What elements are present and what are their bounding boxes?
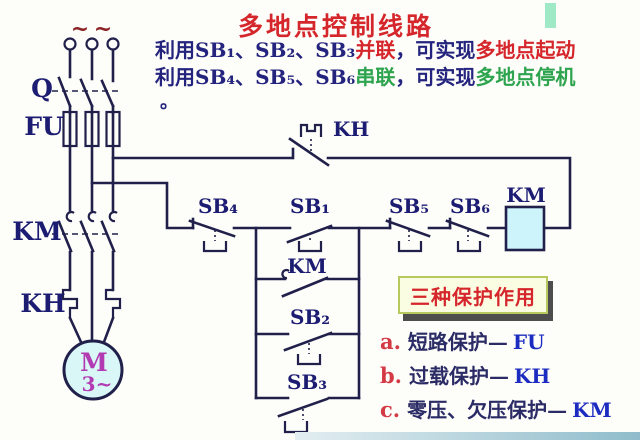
- protection-item-a: a.短路保护—FU: [380, 331, 545, 352]
- line2-devices: 利用SB₄、SB₅、SB₆: [155, 65, 356, 89]
- sb6-label: SB₆: [449, 194, 491, 218]
- protection-b-text: 过载保护—: [409, 364, 509, 388]
- q-switch-label: Q: [31, 74, 53, 103]
- protection-c-device: KM: [572, 398, 612, 422]
- bottom-teal-strip: [295, 432, 640, 440]
- protection-a-device: FU: [512, 330, 545, 354]
- line2-series-word: 串联: [355, 65, 396, 89]
- line1-parallel-word: 并联: [355, 38, 396, 62]
- line2-result: 多地点停机: [475, 65, 576, 89]
- km-coil-symbol: [504, 205, 546, 252]
- supply-terminals: [63, 37, 120, 83]
- sb1-no-button: [286, 224, 392, 253]
- line2-middle: ，可实现: [395, 65, 476, 89]
- header-line-2: 利用SB₄、SB₅、SB₆串联，可实现多地点停机: [155, 66, 575, 89]
- header-line-1: 利用SB₁、SB₂、SB₃并联，可实现多地点起动: [155, 39, 575, 62]
- parallel-branch-rails: [254, 226, 361, 400]
- kh-contact-label: KH: [333, 117, 370, 141]
- sb4-nc-button: [188, 217, 292, 253]
- km-coil-label: KM: [506, 183, 546, 207]
- sb4-label: SB₄: [197, 194, 239, 218]
- km-main-label: KM: [12, 217, 62, 246]
- green-accent-bar: [545, 3, 556, 28]
- line1-result: 多地点起动: [475, 38, 576, 62]
- line1-devices: 利用SB₁、SB₂、SB₃: [155, 38, 356, 62]
- sb2-label: SB₂: [289, 305, 331, 329]
- motor-symbol: [62, 339, 124, 401]
- protection-box: 三种保护作用: [398, 276, 548, 314]
- protection-c-marker: c.: [380, 397, 401, 422]
- km-main-contacts: [52, 210, 121, 253]
- protection-box-title: 三种保护作用: [410, 284, 536, 309]
- protection-a-text: 短路保护—: [407, 330, 508, 354]
- period-mark: 。: [160, 92, 178, 113]
- kh-nc-contact: [288, 123, 330, 167]
- protection-c-text: 零压、欠压保护—: [407, 398, 568, 422]
- control-circuit-taps: [90, 156, 572, 230]
- q-switch-symbol: [52, 76, 121, 115]
- fu-fuse-symbols: [62, 110, 121, 213]
- kh-heater-symbols: [61, 250, 122, 344]
- sb1-label: SB₁: [289, 194, 331, 218]
- sb5-nc-button: [385, 217, 452, 253]
- fu-fuse-label: FU: [24, 112, 64, 141]
- line1-middle: ，可实现: [395, 38, 476, 62]
- sb6-nc-button: [445, 217, 508, 253]
- km-aux-label: KM: [287, 254, 327, 278]
- sb2-no-button: [254, 331, 361, 366]
- motor-phase-label: 3~: [81, 372, 113, 396]
- km-aux-contact: [254, 268, 361, 298]
- protection-b-device: KH: [514, 364, 551, 388]
- ac-tilde-icon: ~: [70, 16, 90, 42]
- protection-item-c: c.零压、欠压保护—KM: [380, 399, 612, 420]
- motor-label: M: [80, 348, 108, 377]
- ac-tilde-icon: ~: [93, 16, 113, 42]
- sb3-label: SB₃: [286, 370, 328, 394]
- protection-item-b: b. 过载保护—KH: [380, 365, 550, 386]
- protection-a-marker: a.: [380, 329, 401, 354]
- protection-b-marker: b.: [380, 363, 402, 388]
- kh-heater-label: KH: [20, 289, 66, 318]
- sb5-label: SB₅: [388, 194, 430, 218]
- page-title: 多地点控制线路: [238, 12, 435, 41]
- sb3-no-button: [254, 396, 361, 434]
